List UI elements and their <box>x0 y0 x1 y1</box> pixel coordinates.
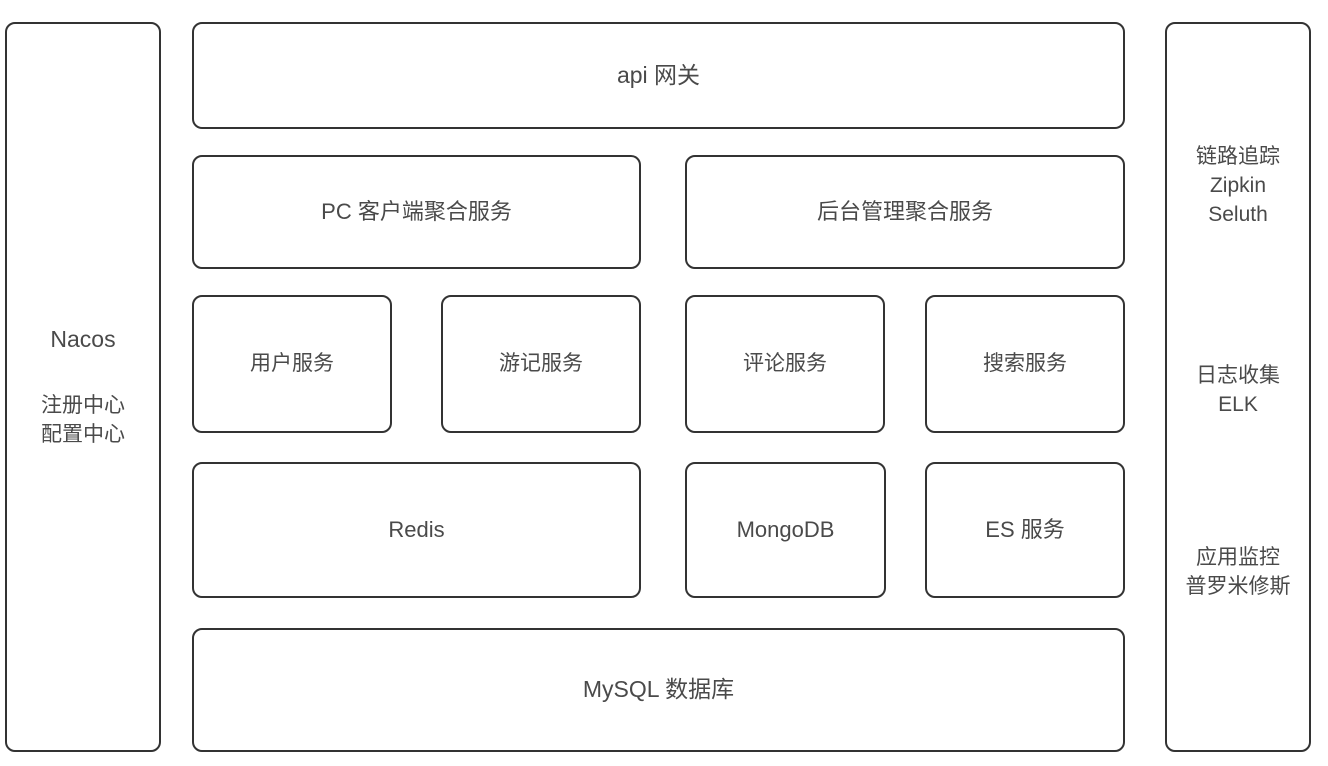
search-service-label: 搜索服务 <box>983 351 1067 375</box>
admin-aggregation-box[interactable]: 后台管理聚合服务 <box>685 155 1125 269</box>
pc-client-aggregation-box[interactable]: PC 客户端聚合服务 <box>192 155 641 269</box>
api-gateway-box[interactable]: api 网关 <box>192 22 1125 129</box>
nacos-title: Nacos <box>50 326 116 352</box>
mongodb-box[interactable]: MongoDB <box>685 462 886 598</box>
mongodb-label: MongoDB <box>736 517 835 543</box>
monitor-block-label: 应用监控 普罗米修斯 <box>1185 546 1291 598</box>
api-gateway-label: api 网关 <box>616 61 701 88</box>
mysql-database-label: MySQL 数据库 <box>582 676 735 703</box>
user-service-box[interactable]: 用户服务 <box>192 295 392 433</box>
pc-client-aggregation-label: PC 客户端聚合服务 <box>321 199 512 225</box>
es-service-label: ES 服务 <box>985 517 1065 543</box>
trace-block-label: 链路追踪 Zipkin Seluth <box>1196 145 1280 226</box>
user-service-label: 用户服务 <box>250 351 334 375</box>
log-block-label: 日志收集 ELK <box>1196 364 1280 416</box>
nacos-panel[interactable]: Nacos 注册中心 配置中心 <box>5 22 161 752</box>
nacos-roles: 注册中心 配置中心 <box>41 394 125 446</box>
travel-note-service-box[interactable]: 游记服务 <box>441 295 641 433</box>
comment-service-label: 评论服务 <box>743 351 827 375</box>
travel-note-service-label: 游记服务 <box>499 351 583 375</box>
comment-service-box[interactable]: 评论服务 <box>685 295 885 433</box>
observability-panel[interactable]: 链路追踪 Zipkin Seluth 日志收集 ELK 应用监控 普罗米修斯 <box>1165 22 1311 752</box>
admin-aggregation-label: 后台管理聚合服务 <box>816 199 993 225</box>
mysql-database-box[interactable]: MySQL 数据库 <box>192 628 1125 752</box>
redis-box[interactable]: Redis <box>192 462 641 598</box>
search-service-box[interactable]: 搜索服务 <box>925 295 1125 433</box>
redis-label: Redis <box>388 517 445 543</box>
es-service-box[interactable]: ES 服务 <box>925 462 1125 598</box>
